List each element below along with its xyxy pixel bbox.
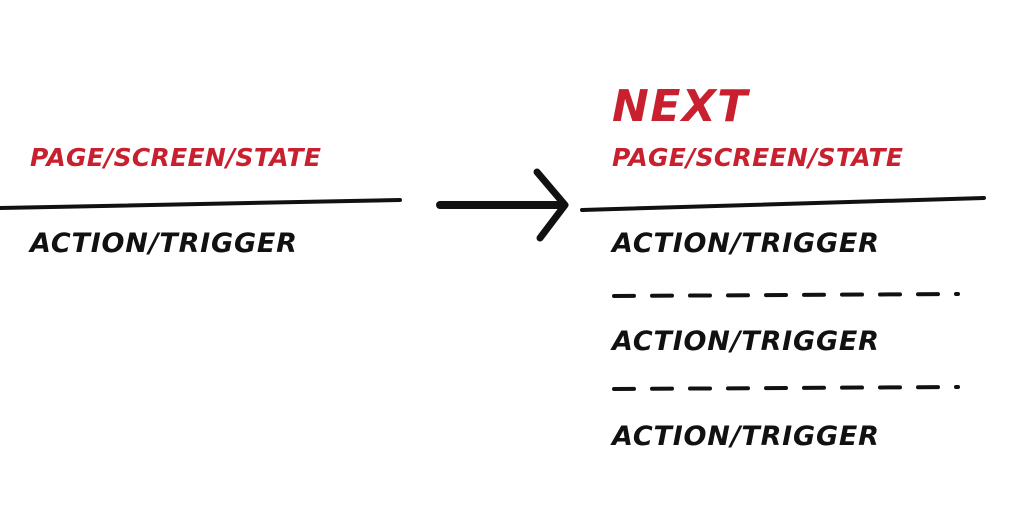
next-heading: NEXT <box>612 81 749 132</box>
next-action-label: ACTION/TRIGGER <box>612 228 880 259</box>
action-separator <box>612 292 960 298</box>
arrow-right-icon <box>436 168 569 242</box>
next-action-label: ACTION/TRIGGER <box>612 421 880 452</box>
current-state-label: PAGE/SCREEN/STATE <box>30 143 322 172</box>
next-state-divider <box>580 196 986 212</box>
current-state-divider <box>0 198 402 210</box>
action-separator <box>612 385 960 391</box>
next-action-label: ACTION/TRIGGER <box>612 326 880 357</box>
next-state-label: PAGE/SCREEN/STATE <box>612 143 904 172</box>
current-action-label: ACTION/TRIGGER <box>30 228 298 259</box>
